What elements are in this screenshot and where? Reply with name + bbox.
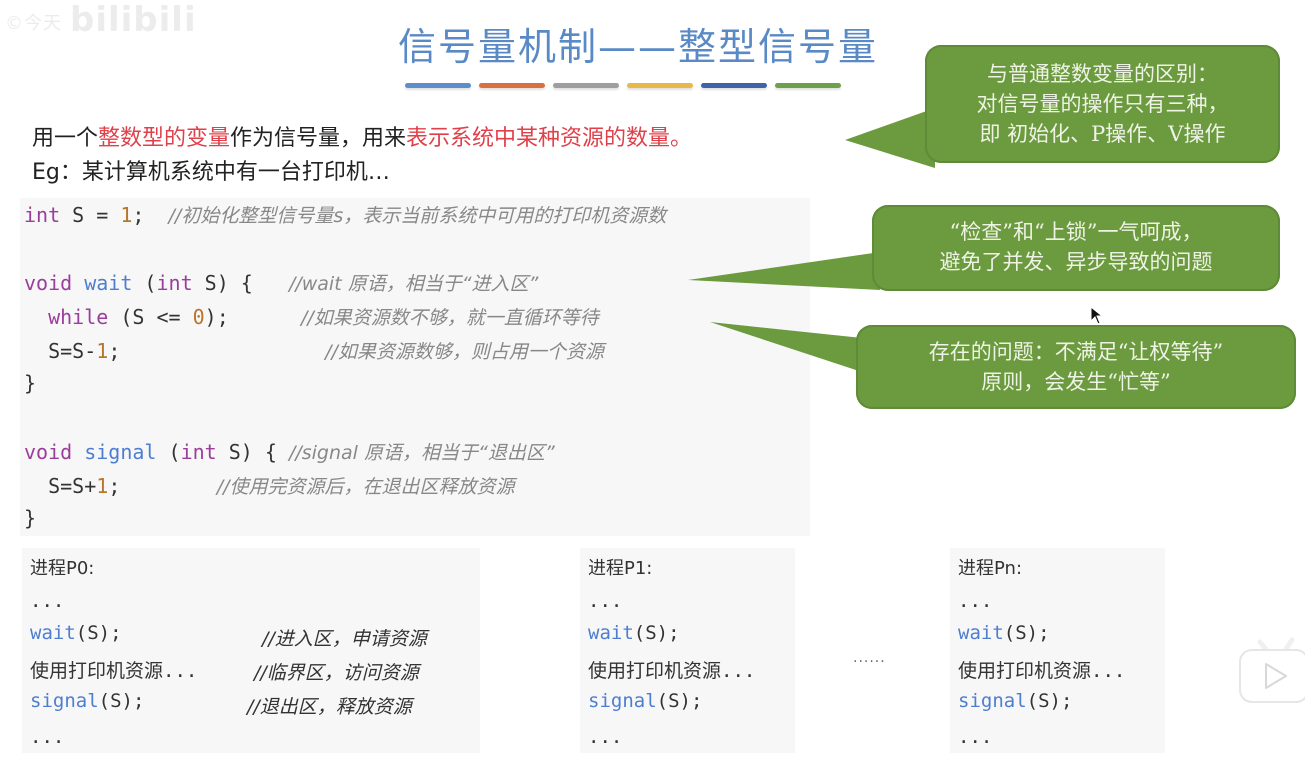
p0-signal-line: signal(S); xyxy=(30,690,145,712)
code-line-signal-def: void signal (int S) { //signal 原语，相当于“退出… xyxy=(24,440,555,464)
intro-line-2: Eg：某计算机系统中有一台打印机… xyxy=(32,160,390,185)
callout-difference: 与普通整数变量的区别： 对信号量的操作只有三种， 即 初始化、P操作、V操作 xyxy=(925,45,1280,163)
p1-use-line: 使用打印机资源... xyxy=(588,660,756,682)
process-p0-header: 进程P0: xyxy=(30,558,95,579)
highlight-resource-count: 表示系统中某种资源的数量。 xyxy=(406,126,693,151)
code-line-close-wait: } xyxy=(24,371,37,395)
process-p1-header: 进程P1: xyxy=(588,558,653,579)
between-processes-ellipsis: ...... xyxy=(853,650,886,666)
color-bar-4 xyxy=(627,83,693,88)
code-block: int S = 1; //初始化整型信号量s，表示当前系统中可用的打印机资源数 … xyxy=(20,198,810,536)
p0-use-line: 使用打印机资源... xyxy=(30,660,198,682)
color-bar-3 xyxy=(553,83,619,88)
process-pn-header: 进程Pn: xyxy=(958,558,1023,579)
pn-use-line: 使用打印机资源... xyxy=(958,660,1126,682)
code-line-close-signal: } xyxy=(24,506,37,530)
p1-signal-line: signal(S); xyxy=(588,690,703,712)
process-p1-block: 进程P1: ... wait(S); 使用打印机资源... signal(S);… xyxy=(580,548,795,753)
title-color-bars xyxy=(405,83,841,88)
code-line-while: while (S <= 0); //如果资源数不够，就一直循环等待 xyxy=(48,305,599,329)
color-bar-5 xyxy=(701,83,767,88)
color-bar-1 xyxy=(405,83,471,88)
bilibili-tv-play-icon[interactable] xyxy=(1238,628,1305,708)
code-line-wait-def: void wait (int S) { //wait 原语，相当于“进入区” xyxy=(24,271,539,295)
watermark-small: ©今天 xyxy=(5,12,62,34)
process-pn-block: 进程Pn: ... wait(S); 使用打印机资源... signal(S);… xyxy=(950,548,1165,753)
callout-busy-wait: 存在的问题：不满足“让权等待” 原则，会发生“忙等” xyxy=(856,325,1296,409)
process-p0-block: 进程P0: ... wait(S); //进入区，申请资源 使用打印机资源...… xyxy=(22,548,480,753)
mouse-cursor-icon xyxy=(1090,306,1104,325)
code-line-increment: S=S+1; //使用完资源后，在退出区释放资源 xyxy=(48,474,515,498)
intro-text: 用一个整数型的变量作为信号量，用来表示系统中某种资源的数量。 Eg：某计算机系统… xyxy=(32,122,692,190)
bilibili-watermark: ©今天 bilibili xyxy=(5,0,197,40)
color-bar-6 xyxy=(775,83,841,88)
pn-wait-line: wait(S); xyxy=(958,622,1050,644)
code-line-decrement: S=S-1; //如果资源数够，则占用一个资源 xyxy=(48,339,604,363)
code-line-init: int S = 1; //初始化整型信号量s，表示当前系统中可用的打印机资源数 xyxy=(24,203,667,227)
pn-signal-line: signal(S); xyxy=(958,690,1073,712)
intro-line-1: 用一个整数型的变量作为信号量，用来表示系统中某种资源的数量。 xyxy=(32,126,693,151)
callout-atomic: “检查”和“上锁”一气呵成， 避免了并发、异步导致的问题 xyxy=(872,205,1280,291)
p1-wait-line: wait(S); xyxy=(588,622,680,644)
highlight-integer-variable: 整数型的变量 xyxy=(98,126,231,151)
watermark-brand: bilibili xyxy=(70,0,197,40)
color-bar-2 xyxy=(479,83,545,88)
slide-title: 信号量机制——整型信号量 xyxy=(398,25,879,69)
p0-wait-line: wait(S); xyxy=(30,622,122,644)
